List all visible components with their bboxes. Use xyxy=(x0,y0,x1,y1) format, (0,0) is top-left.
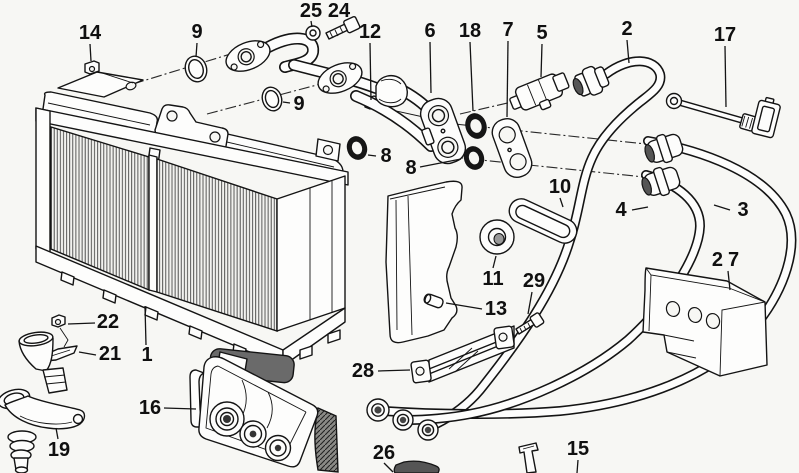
leader-line-5-4 xyxy=(540,43,543,78)
seal-ring-10 xyxy=(508,198,578,244)
part-callout-27: 27 xyxy=(712,249,744,271)
temperature-sensor-5 xyxy=(509,72,570,111)
part-callout-13: 13 xyxy=(485,298,507,320)
lower-housing-16 xyxy=(189,351,339,473)
pipe-4 xyxy=(403,170,706,425)
leader-line-11-12 xyxy=(492,255,497,269)
leader-line-6-5 xyxy=(429,41,432,94)
part-callout-22: 22 xyxy=(97,311,119,333)
part-callout-21: 21 xyxy=(99,343,121,365)
part-callout-25: 25 xyxy=(300,0,322,22)
o-ring-8-right xyxy=(463,146,485,170)
part-callout-8: 8 xyxy=(380,145,391,167)
leader-line-18-19 xyxy=(469,41,474,112)
leader-line-15-16 xyxy=(576,459,579,473)
leader-line-8-7 xyxy=(367,154,377,157)
bolt-24 xyxy=(325,15,361,40)
pipe-end-collars xyxy=(366,398,439,441)
part-callout-29: 29 xyxy=(523,270,545,292)
part-callout-9: 9 xyxy=(191,21,202,43)
part-callout-7: 7 xyxy=(502,19,513,41)
o-ring-8-left xyxy=(346,136,368,160)
leader-line-8-8 xyxy=(419,158,462,168)
pipe-2-fitting xyxy=(572,65,610,97)
clamp-nut-22 xyxy=(51,314,69,348)
part-callout-4: 4 xyxy=(615,199,627,221)
leader-line-17-18 xyxy=(724,45,727,108)
leader-line-14-15 xyxy=(89,43,92,62)
drain-valve-19 xyxy=(0,388,86,473)
leader-line-9-9 xyxy=(195,42,198,58)
part-callout-10: 10 xyxy=(549,176,571,198)
screw-29 xyxy=(515,312,545,335)
leader-line-1-0 xyxy=(144,305,147,346)
part-callout-1: 1 xyxy=(141,344,152,366)
pipe-2 xyxy=(431,56,666,429)
bracket-27 xyxy=(642,267,768,377)
leader-line-27-26 xyxy=(727,270,731,291)
gasket-plate-7 xyxy=(491,117,533,179)
heater-core-drawing xyxy=(35,71,349,367)
part-callout-6: 6 xyxy=(424,20,435,42)
part-callout-19: 19 xyxy=(48,439,70,461)
part-26-piece xyxy=(393,460,440,473)
part-callout-17: 17 xyxy=(714,24,736,46)
leader-line-28-27 xyxy=(377,369,411,372)
o-ring-9-lower xyxy=(261,86,283,112)
part-callout-18: 18 xyxy=(459,20,481,42)
leader-line-13-14 xyxy=(445,302,483,310)
leader-line-29-28 xyxy=(527,291,533,315)
part-callout-16: 16 xyxy=(139,397,161,419)
leader-line-21-21 xyxy=(78,351,97,356)
clip-15 xyxy=(518,442,539,473)
o-ring-18 xyxy=(465,113,487,139)
leader-line-4-3 xyxy=(631,206,649,211)
part-callout-26: 26 xyxy=(373,442,395,464)
leader-line-19-20 xyxy=(55,427,59,440)
part-callout-3: 3 xyxy=(737,199,748,221)
washer-25 xyxy=(305,25,321,41)
part-callout-9: 9 xyxy=(293,93,304,115)
part-callout-15: 15 xyxy=(567,438,589,460)
leader-line-7-6 xyxy=(506,40,509,118)
grommet-11 xyxy=(479,219,515,255)
part-callout-24: 24 xyxy=(328,0,351,22)
leader-line-9-10 xyxy=(282,101,291,104)
leader-line-12-13 xyxy=(369,42,372,101)
leader-line-26-25 xyxy=(383,462,394,473)
part-callout-2: 2 xyxy=(621,18,632,40)
leader-line-25-24 xyxy=(310,20,313,28)
mounting-rail-28 xyxy=(410,325,515,384)
support-rod-17 xyxy=(665,92,781,139)
o-ring-9-upper xyxy=(184,55,208,83)
duct-panel-13 xyxy=(385,180,463,344)
drain-funnel-21 xyxy=(18,331,78,394)
leader-line-3-2 xyxy=(713,204,731,211)
part-callout-5: 5 xyxy=(536,22,547,44)
part-callout-8: 8 xyxy=(405,157,416,179)
leader-line-22-22 xyxy=(67,322,96,325)
part-callout-11: 11 xyxy=(482,268,503,290)
part-callout-28: 28 xyxy=(352,360,374,382)
part-callout-14: 14 xyxy=(79,22,102,44)
leader-line-2-1 xyxy=(626,39,630,64)
hose-connector-upper xyxy=(644,133,684,164)
part-callout-12: 12 xyxy=(359,21,381,43)
hose-connector-lower xyxy=(641,166,681,197)
square-nut-14 xyxy=(84,60,134,84)
water-pipe-assembly-6 xyxy=(317,62,467,165)
leader-line-16-17 xyxy=(163,407,197,410)
leader-line-10-11 xyxy=(559,197,564,208)
